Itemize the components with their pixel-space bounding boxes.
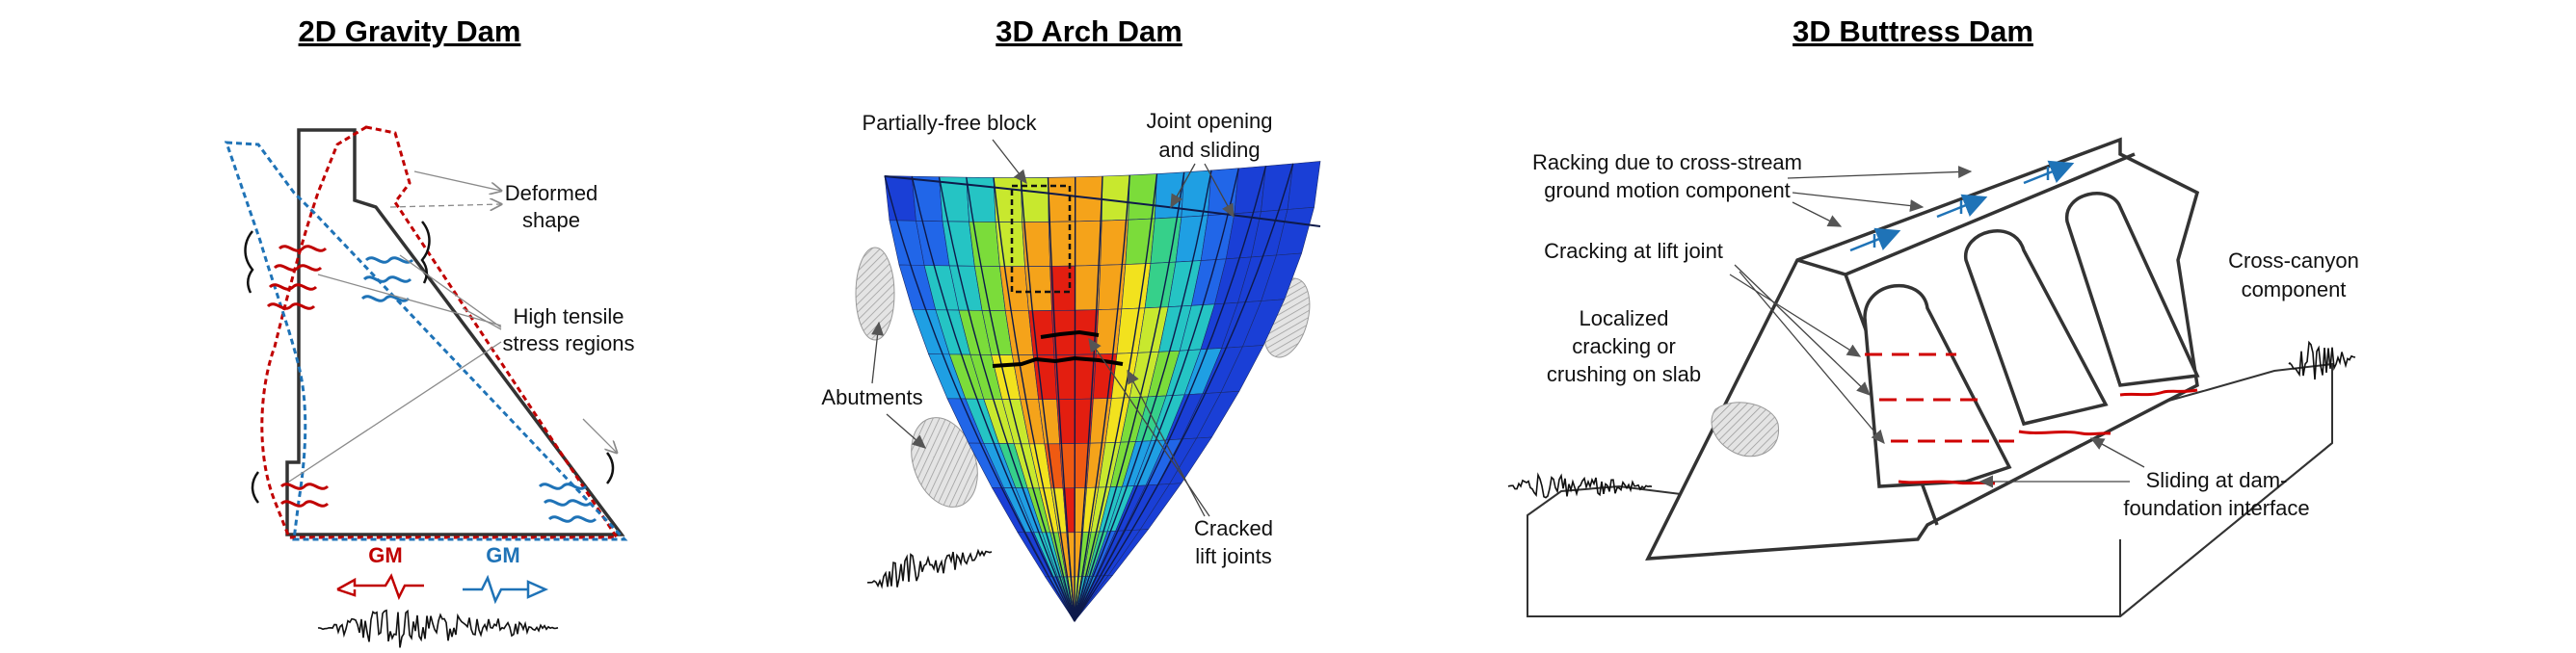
localized-label-line3: crushing on slab bbox=[1547, 362, 1701, 386]
buttress-opening-2 bbox=[1964, 229, 2109, 427]
arch-contour-patch bbox=[1234, 166, 1266, 215]
cracked-lift-joint-1 bbox=[992, 355, 1124, 368]
buttress-opening-3 bbox=[2065, 192, 2200, 387]
abutment-left-upper bbox=[855, 247, 895, 341]
cracked-label-line2: lift joints bbox=[1195, 544, 1271, 568]
sliding-label-line2: foundation interface bbox=[2123, 496, 2309, 520]
gm-left-arrow bbox=[336, 573, 424, 601]
high-tensile-label-line1: High tensile bbox=[514, 304, 624, 328]
buttress-dam-panel: 3D Buttress Dam bbox=[1507, 14, 2359, 617]
buttress-dam-title: 3D Buttress Dam bbox=[1793, 14, 2033, 48]
arch-contour-patch bbox=[1101, 174, 1130, 222]
arch-block-joint bbox=[1074, 166, 1267, 622]
deformed-shape-label-line1: Deformed bbox=[505, 181, 598, 205]
localized-crushing-patch bbox=[1711, 402, 1779, 457]
buttress-opening-1 bbox=[1863, 283, 2012, 488]
arch-block-joint bbox=[1074, 163, 1294, 622]
abutments-label: Abutments bbox=[821, 385, 922, 409]
stress-brackets bbox=[244, 221, 615, 504]
ground-motion-record-buttress-right bbox=[2288, 340, 2356, 380]
arch-block-joint bbox=[1074, 174, 1130, 622]
lower-blue-stress-marks bbox=[538, 483, 598, 523]
gm-right-label: GM bbox=[486, 543, 519, 567]
arch-dam-title: 3D Arch Dam bbox=[996, 14, 1182, 48]
arch-block-joint bbox=[993, 177, 1076, 622]
upper-red-stress-marks bbox=[266, 245, 328, 310]
arch-block-joint bbox=[938, 176, 1076, 622]
cracked-lift-joint-2 bbox=[1040, 329, 1100, 339]
upper-blue-stress-marks bbox=[360, 256, 414, 302]
arch-contour-patch bbox=[1208, 168, 1239, 217]
ground-motion-record-gravity bbox=[317, 609, 559, 648]
deformed-shape-label-line2: shape bbox=[522, 208, 580, 232]
partially-free-block-box bbox=[1010, 184, 1072, 294]
arch-block-joint bbox=[1074, 176, 1076, 622]
joint-opening-label-line1: Joint opening bbox=[1147, 109, 1273, 133]
arch-contour-patch bbox=[1048, 176, 1076, 222]
arch-dam-panel: 3D Arch Dam Partially-free block Joint o… bbox=[821, 14, 1321, 622]
arch-block-joint bbox=[1074, 168, 1239, 622]
arch-contour-patch bbox=[1048, 221, 1076, 267]
localized-label-line1: Localized bbox=[1580, 306, 1669, 330]
cracking-lift-label: Cracking at lift joint bbox=[1544, 239, 1723, 263]
high-tensile-label-line2: stress regions bbox=[503, 331, 635, 355]
arch-contour-patch bbox=[1155, 171, 1185, 220]
gm-right-arrow bbox=[463, 574, 549, 605]
gravity-dam-outline bbox=[285, 128, 625, 536]
joint-opening-label-line2: and sliding bbox=[1158, 138, 1260, 162]
arch-block-joint bbox=[1074, 175, 1103, 622]
cross-canyon-label-line1: Cross-canyon bbox=[2228, 248, 2359, 273]
arch-block-joint bbox=[1074, 170, 1212, 622]
ground-motion-record-buttress-left bbox=[1507, 472, 1653, 499]
racking-label-line1: Racking due to cross-stream bbox=[1532, 150, 1802, 174]
gm-left-label: GM bbox=[368, 543, 402, 567]
partially-free-block-label: Partially-free block bbox=[863, 111, 1038, 135]
arch-block-joint bbox=[1047, 177, 1076, 622]
cross-canyon-label-line2: component bbox=[2242, 277, 2347, 301]
gravity-dam-title: 2D Gravity Dam bbox=[299, 14, 521, 48]
arch-block-joint bbox=[966, 177, 1076, 622]
arch-contour-patch bbox=[1074, 574, 1114, 622]
deformed-shape-red bbox=[260, 125, 620, 539]
localized-label-line2: cracking or bbox=[1572, 334, 1676, 358]
racking-label-line2: ground motion component bbox=[1544, 178, 1791, 202]
gravity-dam-panel: 2D Gravity Dam bbox=[224, 14, 635, 648]
ground-motion-record-arch bbox=[866, 548, 993, 589]
sliding-label-line1: Sliding at dam- bbox=[2146, 468, 2288, 492]
arch-block-joint bbox=[1074, 173, 1158, 622]
arch-block-joint bbox=[884, 175, 1076, 622]
arch-contour-patch bbox=[884, 175, 916, 222]
lower-red-stress-marks bbox=[279, 483, 330, 508]
arch-block-joint bbox=[1074, 171, 1185, 622]
arch-contour-patch bbox=[969, 221, 1000, 267]
arch-contour-patch bbox=[1075, 220, 1102, 267]
cracked-label-line1: Cracked bbox=[1194, 516, 1273, 540]
arch-block-joint bbox=[911, 175, 1076, 622]
arch-dam-body bbox=[884, 161, 1321, 622]
arch-contour-patch bbox=[1020, 176, 1049, 222]
arch-crest bbox=[884, 175, 1321, 227]
arch-contour-patch bbox=[1287, 161, 1321, 210]
arch-block-joint bbox=[1020, 177, 1076, 622]
lift-joint-cracks bbox=[1865, 353, 2014, 443]
racking-arrows bbox=[1849, 160, 2075, 252]
